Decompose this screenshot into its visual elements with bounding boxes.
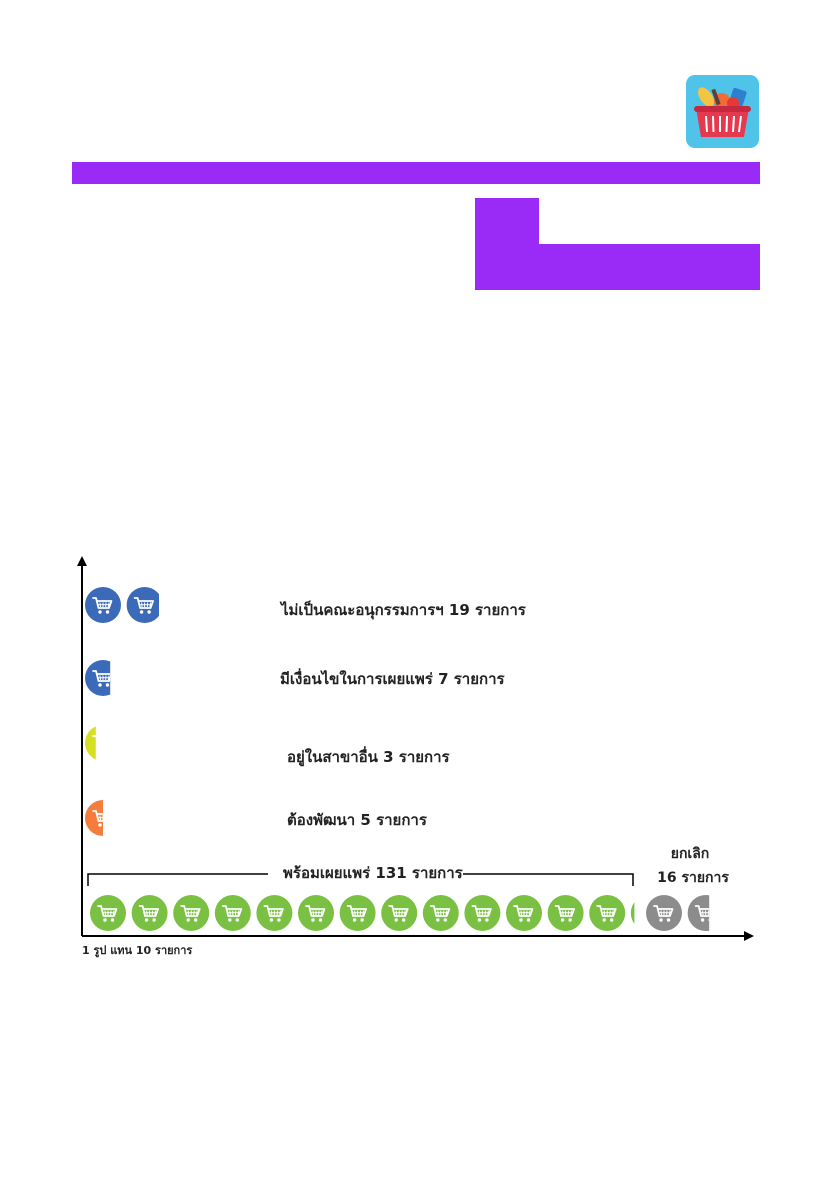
pictograph-icon-green (630, 902, 635, 924)
pictograph-icon-green (589, 895, 626, 931)
label-other-branch: อยู่ในสาขาอื่น 3 รายการ (287, 746, 451, 767)
pictograph-icon-yellow (85, 726, 96, 760)
pictograph-icon-green (464, 895, 501, 931)
label-ready: พร้อมเผยแพร่ 131 รายการ (283, 864, 464, 882)
pictograph-icon-gray (687, 895, 710, 931)
pictograph-icon-green (256, 895, 293, 931)
pictograph-icon-blue (126, 587, 159, 623)
pictograph-icon-green (339, 895, 376, 931)
label-cancelled-count: 16 รายการ (657, 870, 729, 886)
pictograph-icon-blue (85, 587, 121, 623)
label-to-develop: ต้องพัฒนา 5 รายการ (287, 811, 428, 829)
pictograph-icon-green (506, 895, 542, 931)
pictograph-icon-green (298, 895, 334, 931)
label-cancelled-title: ยกเลิก (671, 846, 710, 862)
pictograph-icon-orange (85, 800, 103, 836)
title-block-wide (539, 244, 760, 290)
pictograph-icon-green (90, 895, 126, 931)
label-not-committee: ไม่เป็นคณะอนุกรรมการฯ 19 รายการ (279, 600, 527, 620)
label-conditional: มีเงื่อนไขในการเผยแพร่ 7 รายการ (280, 668, 506, 688)
header-band (72, 162, 760, 184)
title-block-tall (475, 198, 539, 290)
pictograph-icon-blue (85, 660, 111, 696)
pictograph-icon-green (214, 895, 251, 931)
shopping-basket-icon (686, 75, 759, 148)
pictograph-icon-green (131, 895, 168, 931)
pictograph-icon-green (381, 895, 418, 931)
chart-note: 1 รูป แทน 10 รายการ (82, 944, 192, 958)
pictograph-icon-gray (646, 895, 682, 931)
ready-bracket (87, 873, 634, 886)
pictograph-icon-green (422, 895, 459, 931)
pictograph-icons (85, 587, 710, 931)
pictograph-icon-green (173, 895, 210, 931)
pictograph-icon-green (547, 895, 584, 931)
